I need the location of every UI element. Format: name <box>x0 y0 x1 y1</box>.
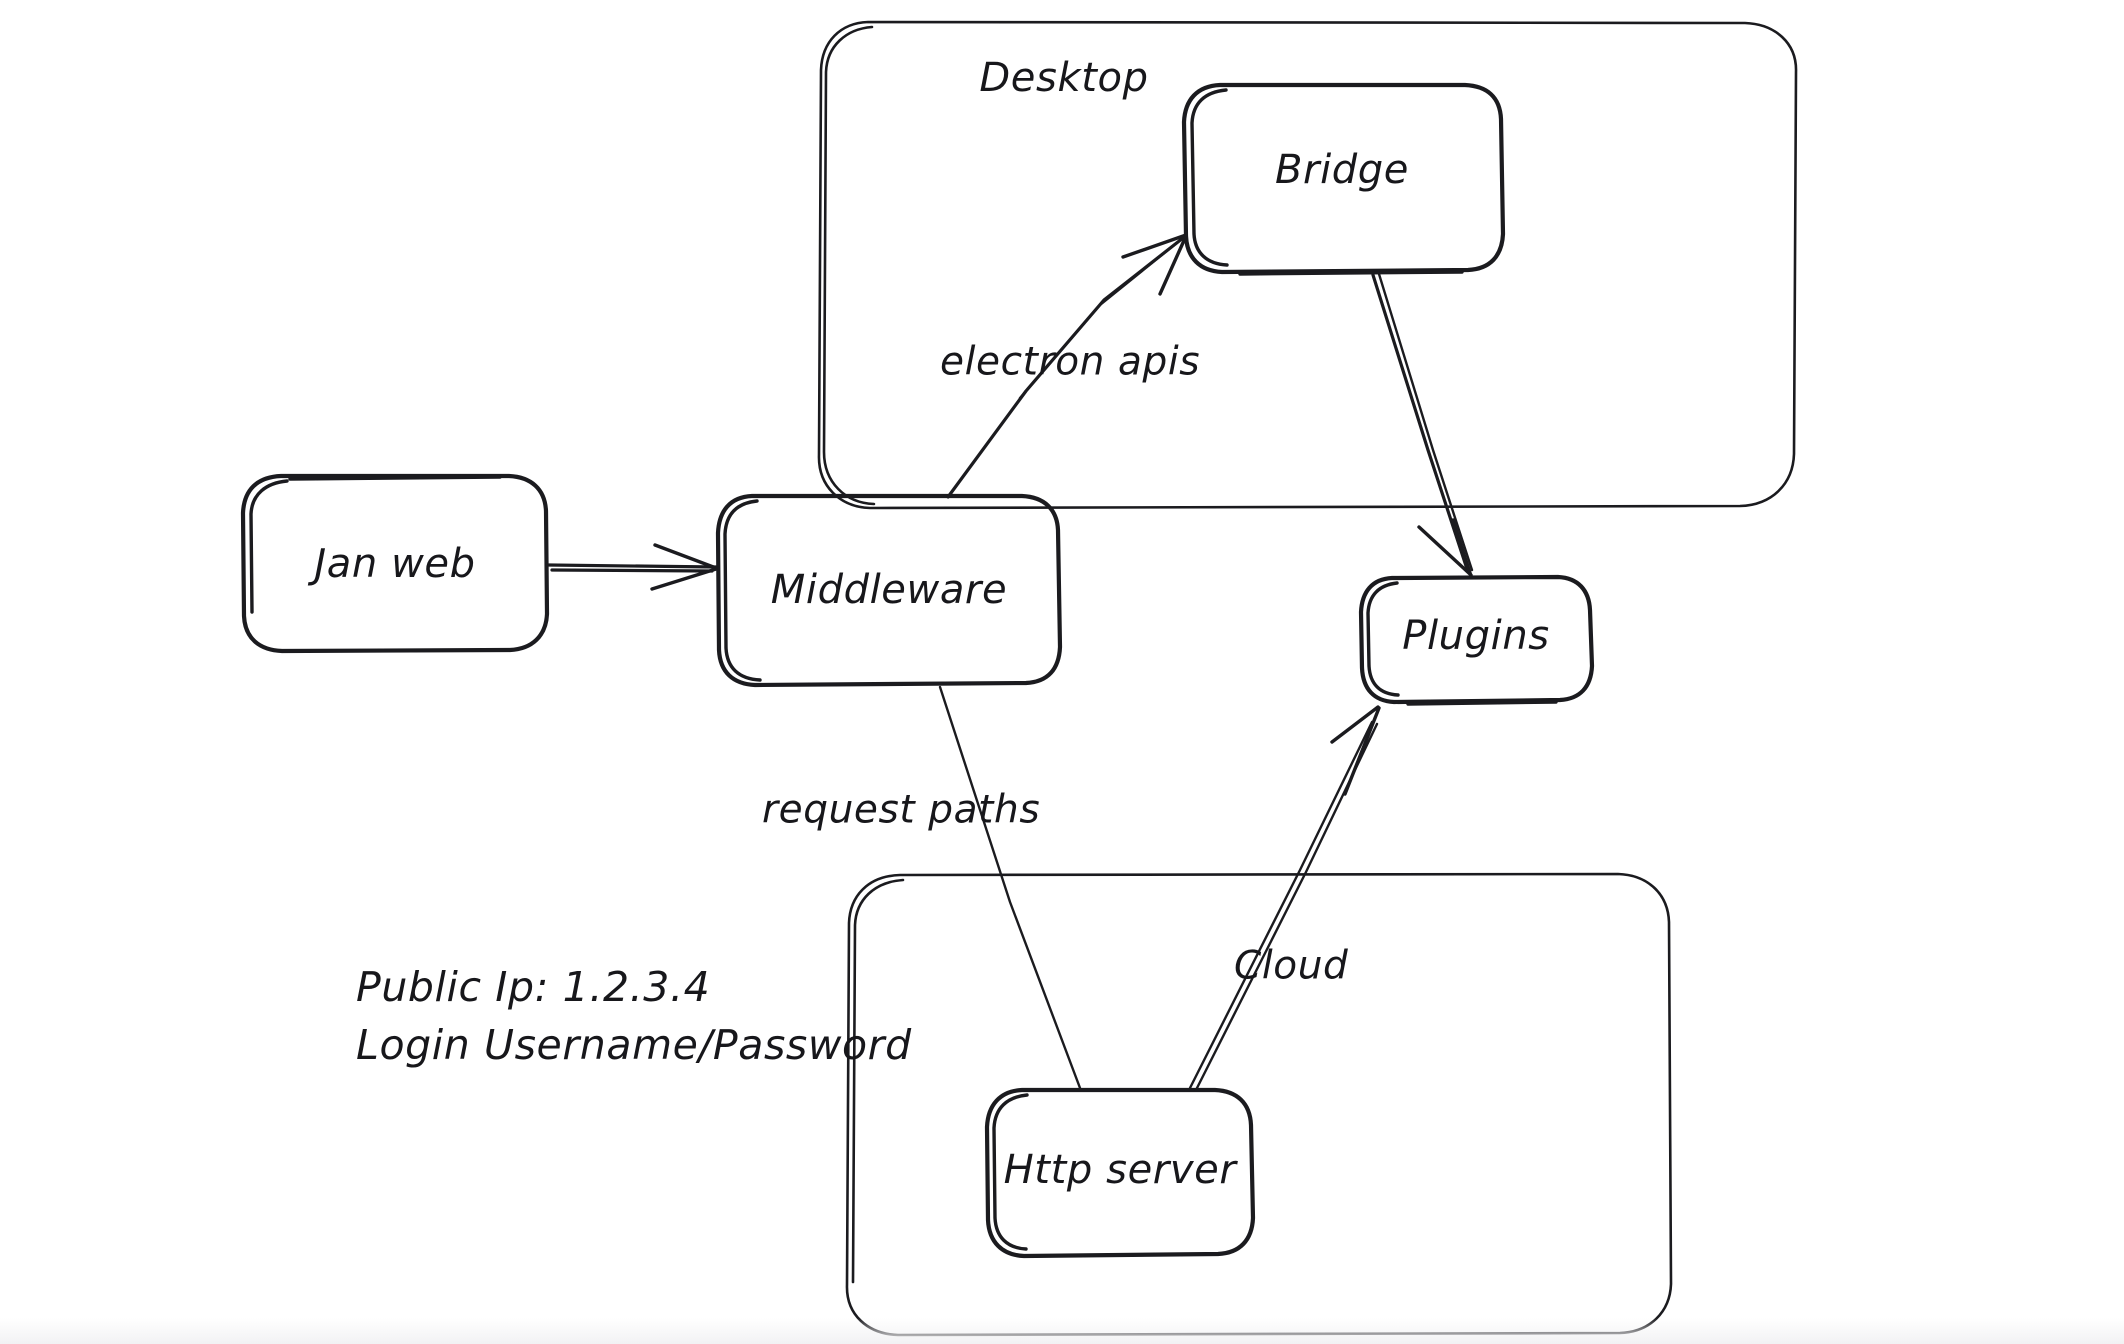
janweb-middleware-line <box>547 563 718 569</box>
janweb-middleware-arrow-lower <box>650 567 718 591</box>
node-bridge[interactable]: Bridge <box>1181 82 1506 276</box>
middleware-bridge-arrow-upper <box>1121 233 1188 259</box>
node-http-server[interactable]: Http server <box>984 1087 1256 1259</box>
bridge-plugins-line-echo <box>1377 272 1474 572</box>
jan-web-label: Jan web <box>307 541 475 587</box>
jan-web-box-echo <box>249 479 289 614</box>
edge-label-request-paths: request paths <box>762 788 1040 833</box>
middleware-bridge-line-echo <box>1018 240 1180 400</box>
plugins-label: Plugins <box>1402 613 1549 659</box>
edge-label-electron-apis: electron apis <box>940 340 1200 385</box>
note-login: Login Username/Password <box>356 1021 912 1069</box>
middleware-httpserver-line <box>938 685 1082 1090</box>
node-jan-web[interactable]: Jan web <box>240 473 550 654</box>
http-server-label: Http server <box>1004 1147 1239 1193</box>
edge-bridge-to-plugins[interactable] <box>1371 272 1474 578</box>
bridge-plugins-line <box>1371 273 1470 574</box>
edge-httpserver-to-plugins[interactable]: Cloud <box>1188 705 1381 1092</box>
note-public-ip: Public Ip: 1.2.3.4 <box>356 963 710 1011</box>
bridge-box-echo-bottom <box>1238 270 1464 276</box>
desktop-container-outline-echo <box>822 25 876 506</box>
bridge-label: Bridge <box>1275 147 1409 193</box>
edge-janweb-to-middleware[interactable] <box>547 543 718 591</box>
node-plugins[interactable]: Plugins <box>1358 574 1595 706</box>
plugins-box-echo <box>1366 581 1400 697</box>
httpserver-plugins-arrow-lower <box>1330 705 1380 744</box>
plugins-box <box>1358 574 1595 705</box>
middleware-box <box>715 493 1063 688</box>
note-block: Public Ip: 1.2.3.4 Login Username/Passwo… <box>356 963 912 1069</box>
http-server-box <box>984 1087 1256 1259</box>
desktop-container-outline <box>817 20 1798 510</box>
edge-label-cloud: Cloud <box>1234 944 1348 989</box>
janweb-middleware-arrow-upper <box>653 543 718 570</box>
edge-middleware-to-bridge[interactable]: electron apis <box>940 233 1200 499</box>
janweb-middleware-line-echo <box>550 568 714 573</box>
httpserver-plugins-arrow-upper <box>1343 706 1381 796</box>
http-server-box-echo <box>992 1093 1029 1251</box>
bridge-box <box>1181 82 1506 275</box>
middleware-label: Middleware <box>771 567 1007 613</box>
node-middleware[interactable]: Middleware <box>715 493 1063 688</box>
httpserver-plugins-line <box>1188 720 1374 1090</box>
plugins-box-echo-bottom <box>1406 700 1558 706</box>
edge-middleware-to-httpserver[interactable]: request paths <box>762 685 1082 1090</box>
bridge-plugins-arrow-right <box>1451 518 1473 578</box>
cloud-container-outline-echo <box>851 878 905 1284</box>
jan-web-box <box>240 473 550 654</box>
bridge-plugins-arrow-left <box>1417 525 1473 577</box>
jan-web-box-echo-top <box>288 475 502 481</box>
bridge-box-echo <box>1190 88 1229 267</box>
container-desktop[interactable]: Desktop <box>817 20 1798 510</box>
container-label-desktop: Desktop <box>979 55 1148 101</box>
middleware-bridge-arrow-lower <box>1158 234 1188 296</box>
middleware-box-echo <box>723 499 762 682</box>
